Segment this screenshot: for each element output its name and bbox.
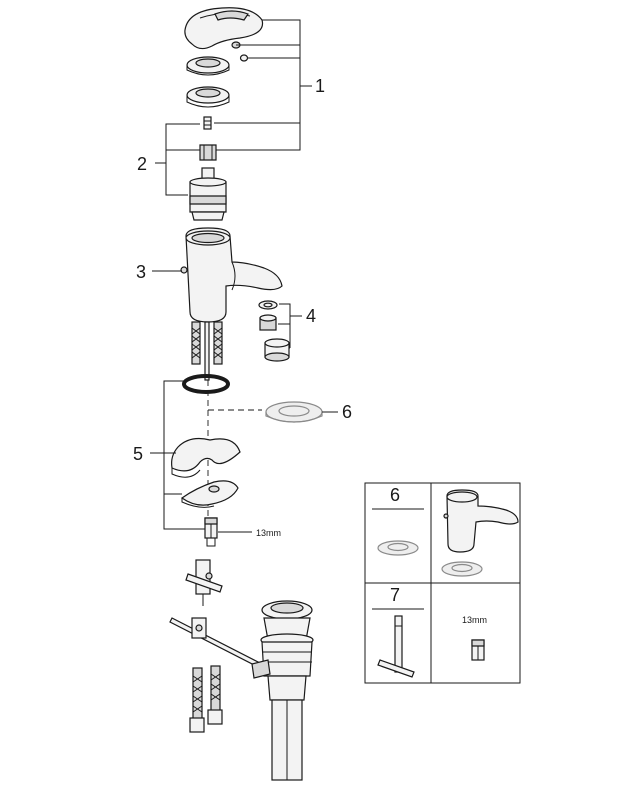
- pop-up-lever-rod: [169, 617, 263, 669]
- fixing-plate: [180, 480, 239, 508]
- aerator-housing: [264, 338, 290, 362]
- callout-1: 1: [315, 76, 325, 96]
- callout-5: 5: [133, 444, 143, 464]
- callout-6: 6: [342, 402, 352, 422]
- callout-2: 2: [137, 154, 147, 174]
- inset-wrench-size: 13mm: [462, 615, 487, 625]
- pop-up-waste: [251, 600, 314, 781]
- base-flange-ring: [265, 401, 323, 423]
- lever-handle: [184, 7, 264, 50]
- callout-4: 4: [306, 306, 316, 326]
- callout-1-leaders: [214, 19, 312, 151]
- cartridge-screw: [203, 116, 212, 130]
- o-ring-seal: [182, 374, 230, 394]
- fixing-nut: [204, 517, 218, 547]
- wrench-size-label: 13mm: [256, 528, 281, 538]
- callout-2-leaders: [155, 123, 200, 196]
- aerator-insert: [259, 314, 277, 331]
- inset-label-6: 6: [390, 485, 400, 505]
- aerator-washer: [258, 300, 278, 310]
- braided-hoses: [189, 665, 223, 733]
- inset-tap-flange: [441, 561, 483, 577]
- inset-fixing-nut: [471, 639, 485, 661]
- inset-tap-body: [443, 489, 519, 553]
- inset-flange-ring: [377, 540, 419, 556]
- callout-3: 3: [136, 262, 146, 282]
- cartridge: [189, 167, 227, 221]
- spindle-adapter: [199, 144, 217, 161]
- pop-up-rod-clamp: [185, 559, 223, 606]
- inset-service-key: [377, 615, 415, 678]
- inset-label-7: 7: [390, 585, 400, 605]
- horseshoe-washer: [171, 437, 241, 478]
- callout-5-leaders: [150, 380, 205, 530]
- cover-ring-upper: [186, 56, 230, 76]
- callout-4-leaders: [278, 303, 302, 349]
- supply-hoses: [191, 321, 223, 381]
- cover-ring-lower: [186, 86, 230, 108]
- service-inset: 6 7 13mm: [364, 482, 521, 684]
